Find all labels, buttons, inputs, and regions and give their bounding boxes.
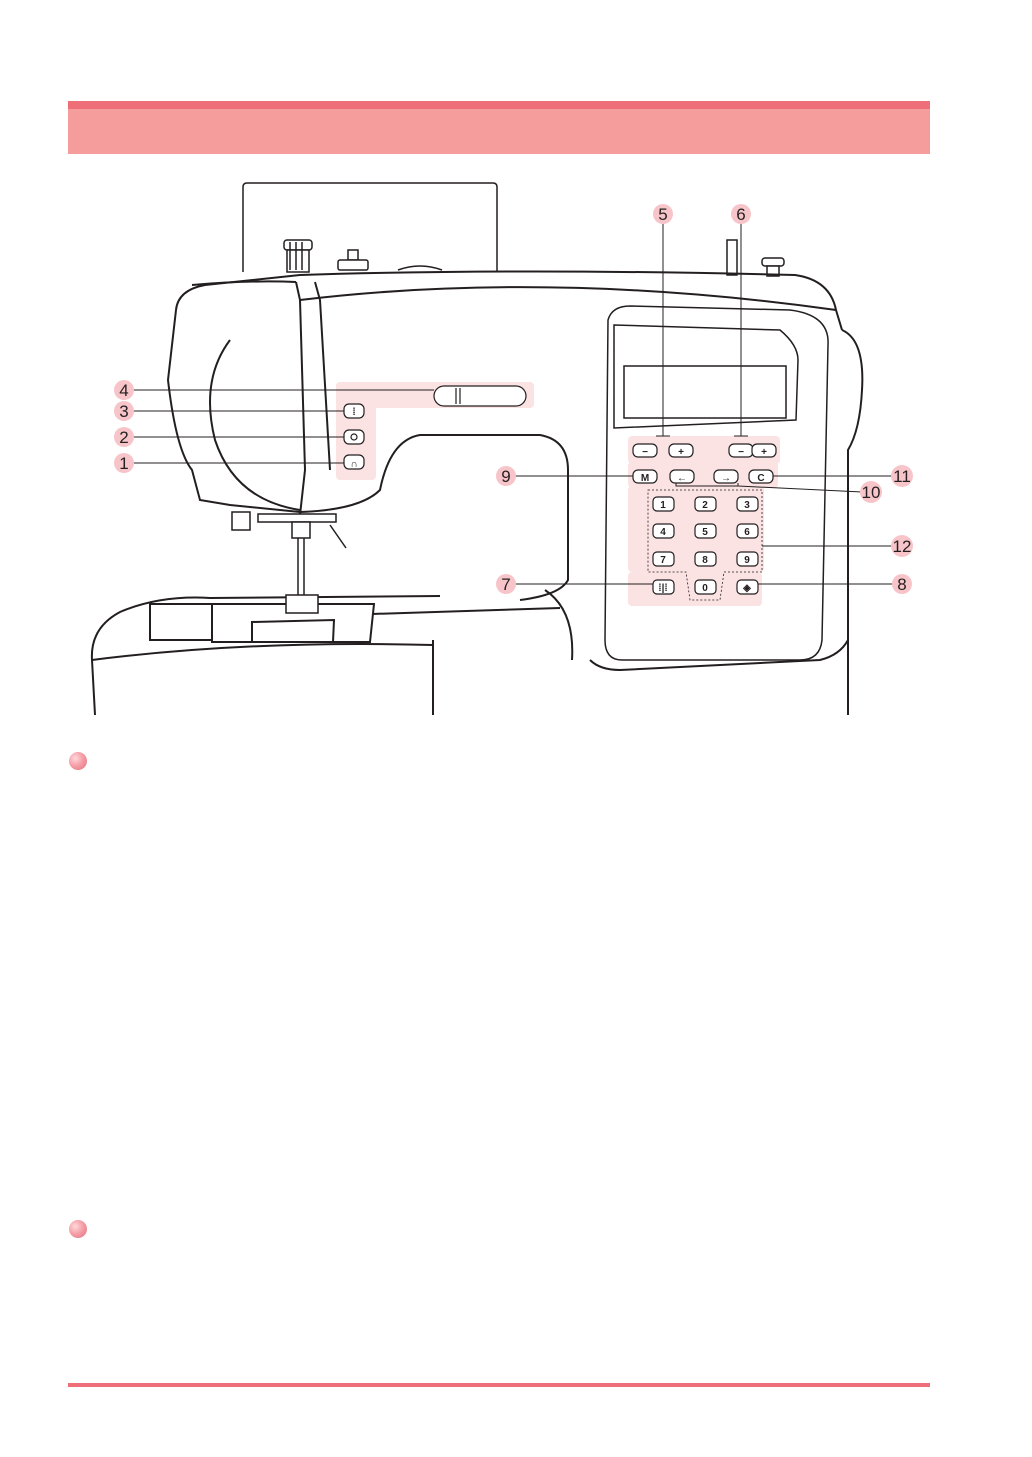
digit-key-6: 6	[744, 527, 750, 538]
svg-text:6: 6	[736, 205, 745, 224]
left-arrow-key: ←	[677, 473, 687, 484]
footer-rule	[68, 1383, 930, 1387]
callout-9: 9	[496, 466, 516, 486]
callout-2: 2	[114, 427, 134, 447]
svg-text:12: 12	[893, 537, 912, 556]
callout-12: 12	[891, 535, 913, 557]
machine-base	[90, 595, 441, 716]
digit-key-5: 5	[702, 527, 708, 538]
leader-lines	[132, 223, 893, 585]
memory-key: M	[641, 473, 649, 484]
digit-key-3: 3	[744, 500, 750, 511]
svg-text:3: 3	[119, 402, 128, 421]
svg-text:4: 4	[119, 381, 128, 400]
plus-key-2: +	[761, 447, 767, 458]
callout-6: 6	[731, 204, 751, 224]
svg-text:1: 1	[119, 454, 128, 473]
start-stop-icon: ∩	[350, 459, 357, 470]
auto-lock-key-icon: ◈	[742, 583, 751, 594]
digit-key-4: 4	[660, 527, 666, 538]
reverse-icon: ⁞	[352, 407, 355, 418]
section-header-bar	[68, 101, 930, 154]
svg-text:7: 7	[501, 575, 510, 594]
digit-key-8: 8	[702, 555, 708, 566]
callout-11: 11	[891, 465, 913, 487]
panel-keys	[632, 443, 777, 595]
callout-5: 5	[653, 204, 673, 224]
section-bullet-2	[69, 1220, 87, 1238]
callout-10: 10	[860, 481, 882, 503]
start-stop-button	[343, 454, 365, 470]
mirror-key-icon: ⁞|⁞	[658, 583, 667, 594]
digit-key-1: 1	[660, 500, 666, 511]
minus-key-1: −	[642, 447, 648, 458]
spool-pins	[283, 239, 785, 277]
plus-key-1: +	[678, 447, 684, 458]
keypad-outline	[647, 489, 763, 601]
svg-text:5: 5	[658, 205, 667, 224]
svg-text:9: 9	[501, 467, 510, 486]
callout-8: 8	[892, 574, 912, 594]
svg-text:10: 10	[862, 483, 881, 502]
callouts: 1 2 3 4 5 6 7 8 9 10 11 12	[114, 204, 913, 594]
callout-4: 4	[114, 380, 134, 400]
highlight-panels	[336, 382, 780, 606]
speed-slider	[433, 385, 527, 407]
digit-key-9: 9	[744, 555, 750, 566]
section-bullet-1	[69, 752, 87, 770]
svg-text:2: 2	[119, 428, 128, 447]
digit-key-0: 0	[702, 583, 708, 594]
svg-text:8: 8	[897, 575, 906, 594]
needle-position-button	[343, 429, 365, 445]
machine-body	[166, 270, 864, 715]
clear-key: C	[757, 473, 764, 484]
minus-key-2: −	[738, 447, 744, 458]
callout-1: 1	[114, 453, 134, 473]
callout-3: 3	[114, 401, 134, 421]
callout-7: 7	[496, 574, 516, 594]
left-buttons	[343, 385, 527, 470]
control-panel	[604, 305, 829, 661]
svg-text:11: 11	[893, 467, 911, 486]
digit-key-7: 7	[660, 555, 666, 566]
needle-assembly	[231, 511, 347, 614]
right-arrow-key: →	[721, 473, 731, 484]
machine-lid	[242, 182, 498, 272]
digit-key-2: 2	[702, 500, 708, 511]
